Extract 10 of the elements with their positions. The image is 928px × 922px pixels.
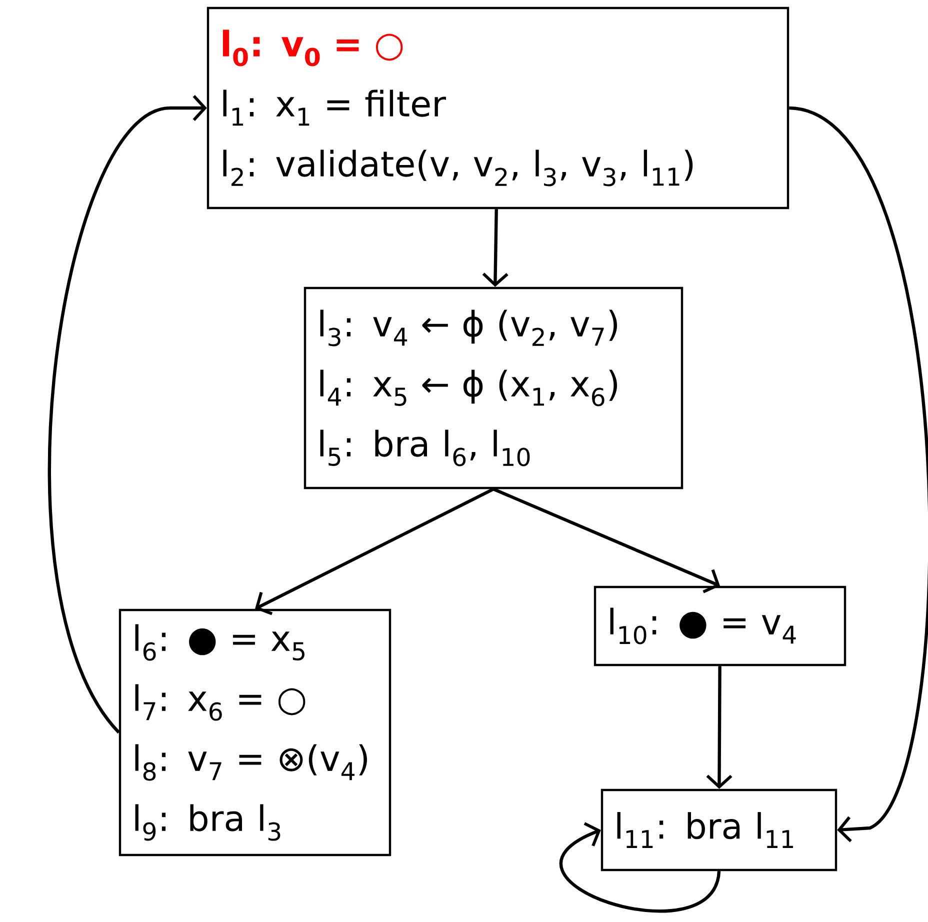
process-box: l$_{6}$: ● = x$_{5}$ l$_{7}$: x$_{6}$ = ○ l$_{8}$: v$_{7}$ = ⊗(v$_{4}$) l$_{9}$: bra l$_{3}$	[118, 608, 392, 856]
arrow	[255, 488, 494, 616]
arrow	[482, 209, 508, 287]
process-box: l$_{3}$: v$_{4}$ ← ϕ (v$_{2}$, v$_{7}$) l$_{4}$: x$_{5}$ ← ϕ (x$_{1}$, x$_{6}$) l$_{5}$: bra l$_{6}$, l$_{10}$	[304, 286, 684, 490]
process-box: l$_{11}$: bra l$_{11}$	[600, 788, 838, 872]
arrow	[492, 488, 720, 594]
arrow	[706, 666, 732, 789]
arrow	[560, 822, 721, 913]
process-box: l$_{10}$: ● = v$_{4}$	[594, 586, 846, 666]
process-box: l$_{0}$: v$_{0}$ = ○ l$_{1}$: x$_{1}$ = filter l$_{2}$: validate(v, v$_{2}$, l$_{3}$, v$_{3}$, l$_{11}$)	[206, 6, 790, 210]
